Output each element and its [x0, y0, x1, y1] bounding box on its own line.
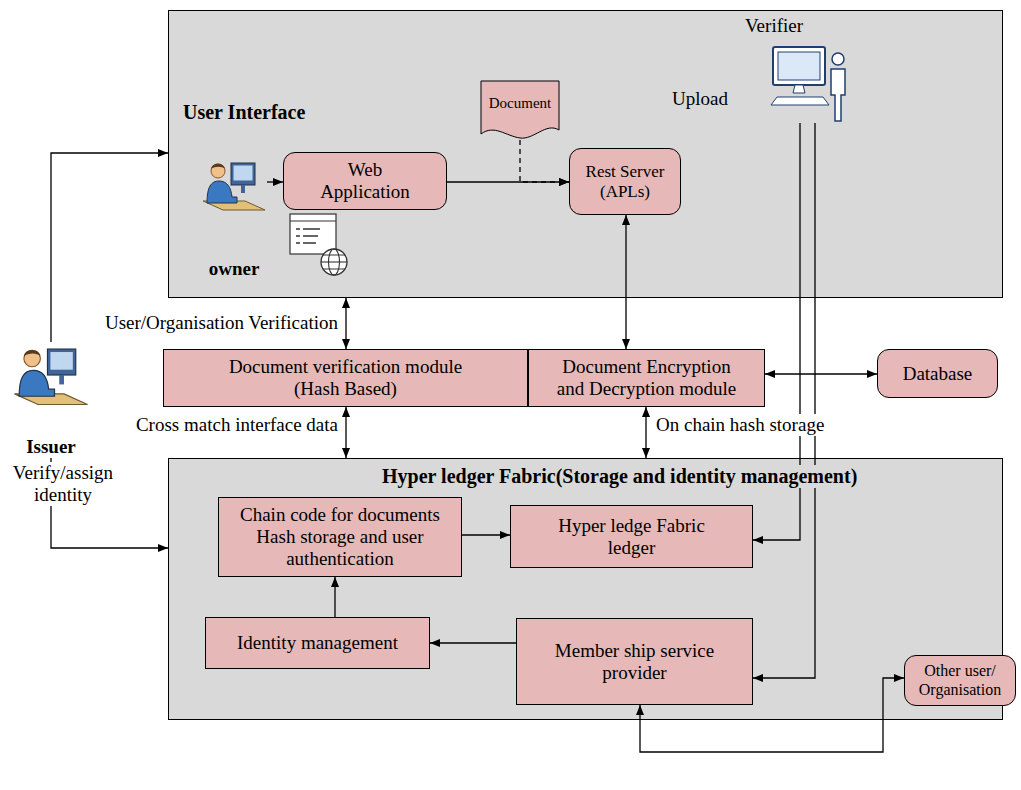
screen-shape	[778, 52, 820, 80]
external-box: Other user/ Organisation	[904, 655, 1016, 706]
box-label: Other user/ Organisation	[909, 662, 1011, 699]
system-panel: Hyper ledger Fabric(Storage and identity…	[168, 458, 1003, 720]
user-icon: owner	[201, 156, 267, 280]
person-head	[211, 164, 225, 178]
icon-label: Verifier	[745, 15, 803, 37]
person-body	[19, 370, 54, 396]
monitor-shape	[47, 349, 75, 375]
connector-arrow	[625, 215, 626, 349]
module-box: Hyper ledge Fabric ledger	[510, 505, 753, 568]
monitor-shape	[773, 47, 825, 85]
edge-label-holder: User/Organisation Verification	[70, 312, 338, 334]
database-box: Database	[877, 349, 998, 398]
icon-label: Issuer	[26, 436, 76, 458]
person-hair	[211, 164, 225, 169]
connector-arrow	[334, 577, 335, 617]
connector-arrow	[345, 407, 346, 458]
note-label: Upload	[672, 88, 728, 110]
panel-fill	[168, 10, 1003, 298]
connector-arrow	[645, 407, 646, 458]
note-label-holder: Upload	[672, 88, 728, 110]
edge-label: User/Organisation Verification	[105, 312, 338, 334]
monitor-shape	[231, 163, 255, 185]
edge-label-holder: On chain hash storage	[656, 414, 871, 436]
connector-arrow	[345, 298, 346, 349]
stand-shape	[241, 185, 245, 193]
connector-arrow	[462, 534, 510, 535]
module-box: Document Encryption and Decryption modul…	[528, 349, 765, 407]
person-head	[24, 350, 41, 367]
person-body	[831, 69, 845, 121]
box-label: Hyper ledge Fabric ledger	[551, 515, 712, 559]
screen-shape	[50, 352, 72, 370]
system-panel: User Interface owner Web Application Docume…	[168, 10, 1003, 298]
box-label: Member ship service provider	[547, 640, 722, 684]
process-box: Web Application	[283, 152, 447, 210]
person-body	[207, 181, 237, 203]
person-icon	[201, 156, 267, 214]
module-box: Document verification module (Hash Based…	[163, 349, 528, 407]
web-page-icon	[290, 214, 347, 275]
box-label: Chain code for documents Hash storage an…	[229, 504, 451, 570]
module-box: Identity management	[205, 617, 430, 669]
user-icon: Issuer	[12, 342, 90, 458]
icon-label: owner	[209, 258, 260, 280]
panel-fill	[168, 458, 1003, 720]
stand-shape	[59, 375, 64, 384]
box-label: Document Encryption and Decryption modul…	[547, 356, 746, 400]
module-box: Chain code for documents Hash storage an…	[218, 497, 462, 577]
panel-heading: Hyper ledger Fabric(Storage and identity…	[379, 465, 860, 488]
screen-shape	[234, 166, 253, 181]
module-box: Member ship service provider	[516, 618, 753, 705]
box-label: Identity management	[237, 632, 398, 654]
process-box: Rest Server (APLs)	[569, 148, 681, 215]
connector-arrow	[430, 642, 516, 643]
document-shape: Document	[480, 80, 560, 140]
box-label: Database	[903, 363, 973, 385]
panel-heading: User Interface	[180, 101, 308, 124]
connector-arrow	[267, 181, 283, 182]
user-icon: Verifier	[745, 15, 855, 123]
edge-label: Cross match interface data	[136, 414, 338, 436]
box-label: Document verification module (Hash Based…	[209, 356, 482, 400]
connector-arrow	[765, 373, 877, 374]
box-label: Document	[489, 95, 551, 112]
edge-label: On chain hash storage	[656, 414, 824, 436]
document-shape	[481, 81, 559, 138]
box-label: Web Application	[304, 159, 426, 203]
person-hair	[24, 350, 41, 356]
connector-arrow	[520, 140, 569, 182]
stand-shape	[793, 85, 805, 93]
edge-label-holder: Cross match interface data	[96, 414, 338, 436]
person-head	[832, 53, 844, 65]
keyboard-shape	[771, 97, 829, 105]
person-icon	[745, 43, 855, 123]
edge-label: Verify/assign identity	[4, 462, 122, 506]
edge-label-holder: Verify/assign identity	[4, 462, 122, 506]
box-label: Rest Server (APLs)	[576, 162, 674, 201]
person-icon	[12, 342, 90, 408]
